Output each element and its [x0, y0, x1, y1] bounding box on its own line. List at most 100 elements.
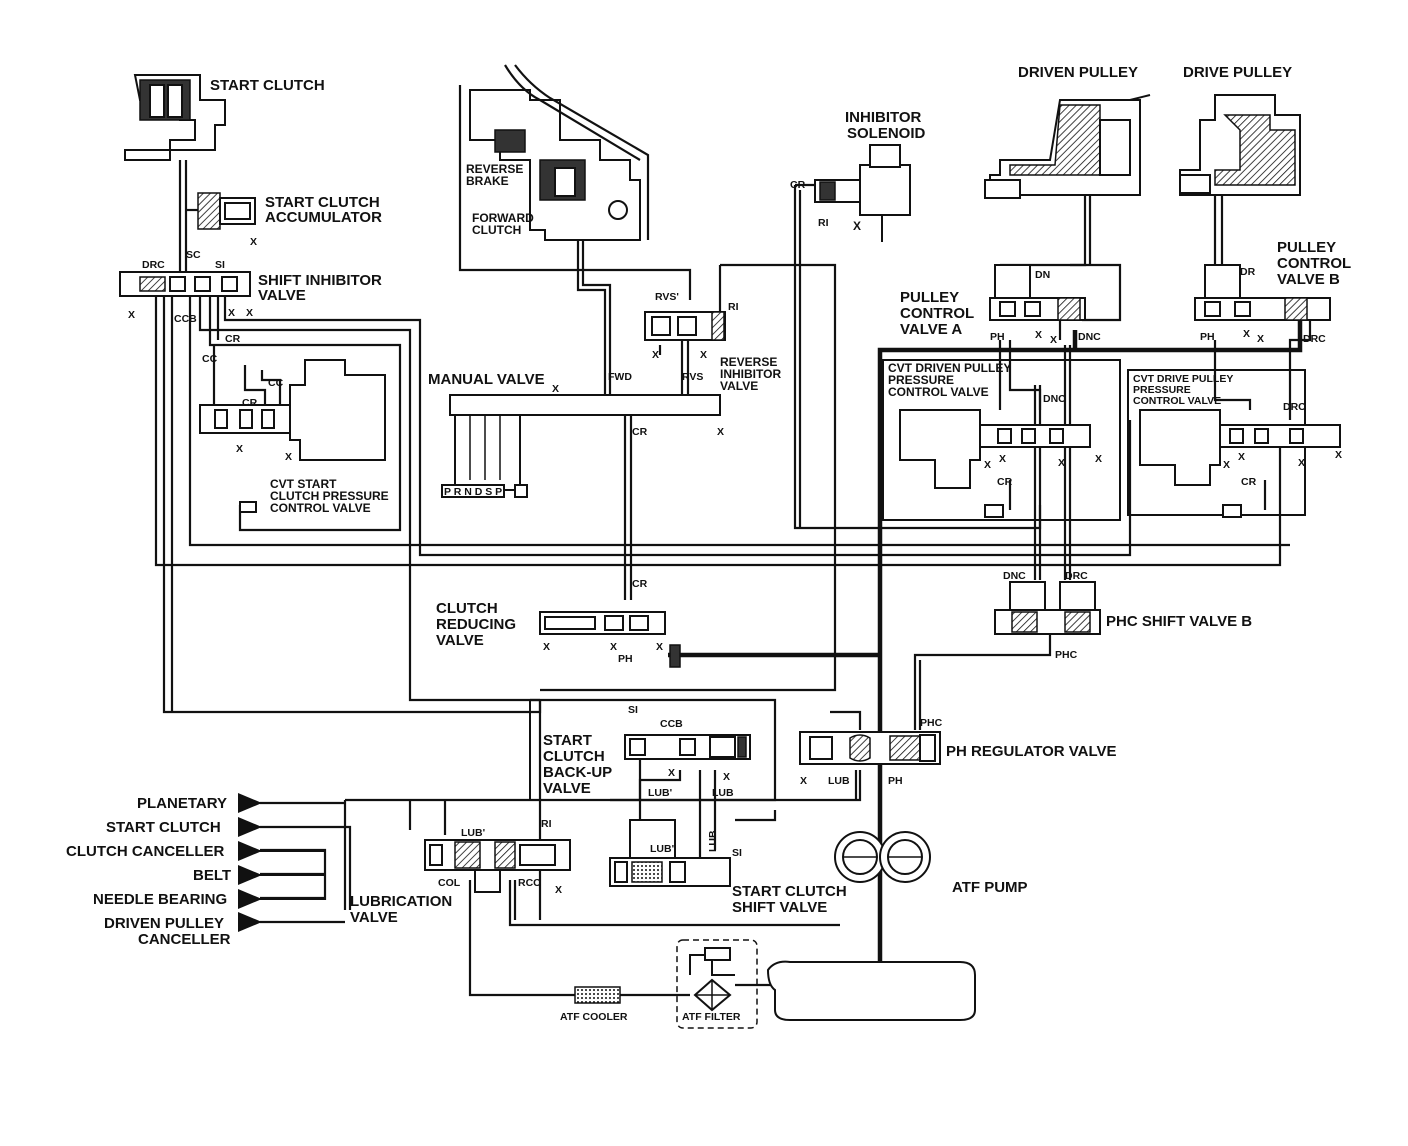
port-x: X: [246, 307, 253, 319]
port-x: X: [700, 349, 707, 361]
port-rcc: RCC: [518, 877, 541, 889]
pulley-control-a-label-1: PULLEY: [900, 289, 959, 306]
pulley-control-a-label-2: CONTROL: [900, 305, 974, 322]
port-ph: PH: [888, 775, 903, 787]
port-x: X: [999, 453, 1006, 465]
reverse-inhibitor-label-1: REVERSE: [720, 355, 777, 369]
port-dn: DN: [1035, 269, 1050, 281]
port-cr: CR: [1241, 476, 1257, 488]
needle-bearing-label: NEEDLE BEARING: [93, 891, 227, 908]
planetary-label: PLANETARY: [137, 795, 227, 812]
atf-sump: [766, 960, 976, 1021]
shift-inhibitor-label-2: VALVE: [258, 287, 306, 304]
port-x: X: [1050, 334, 1057, 346]
start-clutch-out-label: START CLUTCH: [106, 819, 221, 836]
port-x: X: [717, 426, 724, 438]
port-x: X: [1257, 333, 1264, 345]
port-cc: CC: [268, 377, 284, 389]
port-dnc: DNC: [1078, 331, 1101, 343]
driven-pulley-canceller-label-1: DRIVEN PULLEY: [104, 915, 224, 932]
port-drc: DRC: [1303, 333, 1326, 345]
port-lub-prime: LUB': [650, 843, 674, 855]
accumulator-label-1: START CLUTCH: [265, 194, 380, 211]
reverse-brake-label-1: REVERSE: [466, 162, 523, 176]
port-phc: PHC: [920, 717, 943, 729]
lubrication-label-1: LUBRICATION: [350, 893, 452, 910]
port-col: COL: [438, 877, 461, 889]
pulley-control-b-label-3: VALVE B: [1277, 271, 1340, 288]
drive-pulley-label: DRIVE PULLEY: [1183, 64, 1292, 81]
manual-valve-positions: P R N D S P: [444, 486, 502, 498]
atf-filter: [676, 939, 758, 1029]
port-si: SI: [215, 259, 225, 271]
cvt-drive-label-2: PRESSURE: [1133, 384, 1191, 396]
port-lub-prime: LUB': [648, 787, 672, 799]
shift-inhibitor-label-1: SHIFT INHIBITOR: [258, 272, 382, 289]
port-ri: RI: [728, 301, 739, 313]
line-pressure-ph: [668, 305, 1303, 965]
cvt-driven-label-3: CONTROL VALVE: [888, 385, 989, 399]
inhibitor-solenoid: [814, 144, 911, 242]
clutch-reducing-label-1: CLUTCH: [436, 600, 498, 617]
port-cr: CR: [632, 578, 648, 590]
pulley-control-b-label-2: CONTROL: [1277, 255, 1351, 272]
clutch-canceller-label: CLUTCH CANCELLER: [66, 843, 224, 860]
phc-shift-valve-b-label: PHC SHIFT VALVE B: [1106, 613, 1252, 630]
port-x: X: [552, 383, 559, 395]
cvt-driven-label-2: PRESSURE: [888, 373, 954, 387]
start-clutch-shift-valve: [609, 819, 731, 887]
cvt-drive-label-3: CONTROL VALVE: [1133, 395, 1221, 407]
port-cr: CR: [632, 426, 648, 438]
clutch-reducing-label-2: REDUCING: [436, 616, 516, 633]
cvt-drive-pulley-pressure-control-valve: [1127, 369, 1341, 518]
reverse-inhibitor-valve: [644, 311, 726, 341]
port-cr: CR: [225, 333, 241, 345]
port-ph: PH: [1200, 331, 1215, 343]
port-x: X: [250, 236, 257, 248]
driven-pulley-canceller-label-2: CANCELLER: [138, 931, 231, 948]
port-ri: RI: [541, 818, 552, 830]
clutch-reducing-valve: [539, 611, 681, 668]
port-x: X: [128, 309, 135, 321]
port-x: X: [1223, 459, 1230, 471]
port-dnc: DNC: [1043, 393, 1066, 405]
driven-pulley: [984, 94, 1151, 199]
port-drc: DRC: [1283, 401, 1306, 413]
port-x: X: [1243, 328, 1250, 340]
port-rvs-prime: RVS': [655, 291, 679, 303]
manual-valve-label: MANUAL VALVE: [428, 371, 545, 388]
port-x: X: [543, 641, 550, 653]
shift-inhibitor-valve: [119, 271, 251, 297]
backup-label-1: START: [543, 732, 592, 749]
port-dr: DR: [1240, 266, 1256, 278]
start-clutch: [124, 74, 226, 161]
pulley-control-valve-a: [989, 264, 1086, 321]
start-clutch-label: START CLUTCH: [210, 77, 325, 94]
forward-clutch-label-2: CLUTCH: [472, 223, 521, 237]
accumulator-label-2: ACCUMULATOR: [265, 209, 382, 226]
inhibitor-solenoid-label-1: INHIBITOR: [845, 109, 922, 126]
port-lub-prime: LUB': [461, 827, 485, 839]
atf-cooler: [574, 986, 621, 1004]
cvt-start-label-3: CONTROL VALVE: [270, 501, 371, 515]
port-x: X: [1035, 329, 1042, 341]
backup-label-2: CLUTCH: [543, 748, 605, 765]
start-clutch-accumulator: [197, 192, 256, 230]
port-x: X: [285, 451, 292, 463]
start-clutch-shift-label-1: START CLUTCH: [732, 883, 847, 900]
port-ccb: CCB: [660, 718, 683, 730]
port-x: X: [555, 884, 562, 896]
port-cr: CR: [790, 179, 806, 191]
port-si: SI: [732, 847, 742, 859]
port-ph: PH: [618, 653, 633, 665]
reverse-inhibitor-label-2: INHIBITOR: [720, 367, 781, 381]
port-x: X: [656, 641, 663, 653]
port-x: X: [1058, 457, 1065, 469]
reverse-inhibitor-label-3: VALVE: [720, 379, 758, 393]
backup-label-4: VALVE: [543, 780, 591, 797]
atf-pump: [834, 831, 931, 883]
port-x: X: [228, 307, 235, 319]
port-x: X: [984, 459, 991, 471]
port-x: X: [1238, 451, 1245, 463]
cvt-driven-pulley-pressure-control-valve: [882, 359, 1121, 521]
